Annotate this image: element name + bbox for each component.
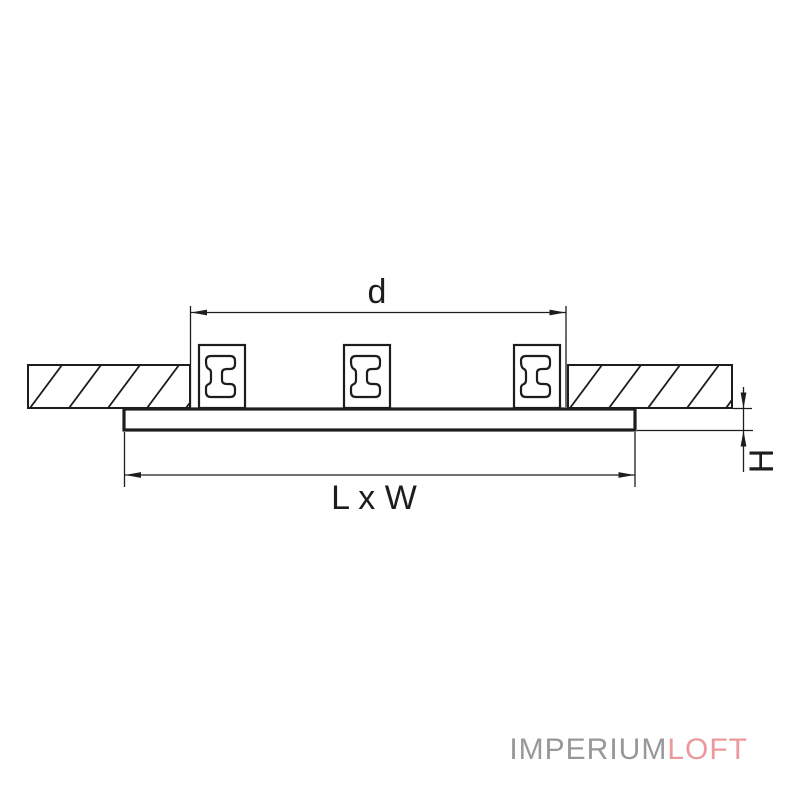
dimension-d: d (189, 273, 567, 407)
spring-clip-center (342, 343, 392, 410)
dimension-lxw-label: L x W (331, 479, 417, 517)
arrowhead-down-icon (740, 392, 747, 409)
watermark-logo: IMPERIUMLOFT (509, 733, 748, 767)
ceiling-section-right (567, 364, 733, 409)
spring-clip-right (512, 343, 562, 410)
luminaire-panel (122, 407, 637, 432)
spring-clip-left (197, 343, 247, 410)
hatch-lines-left (29, 365, 190, 408)
dimension-lxw: L x W (123, 432, 636, 517)
dimension-h: H (637, 387, 781, 473)
arrowhead-left-icon (125, 472, 141, 478)
arrowhead-right-icon (549, 309, 566, 316)
ceiling-section-left (27, 364, 191, 409)
brand-name-accent: LOFT (667, 733, 748, 766)
brand-name-primary: IMPERIUM (509, 733, 668, 766)
arrowhead-left-icon (191, 309, 207, 316)
dimension-d-label: d (368, 273, 387, 311)
hatch-lines-right (569, 365, 732, 408)
dimension-h-label: H (743, 449, 781, 474)
arrowhead-up-icon (740, 430, 747, 447)
arrowhead-right-icon (618, 472, 635, 478)
